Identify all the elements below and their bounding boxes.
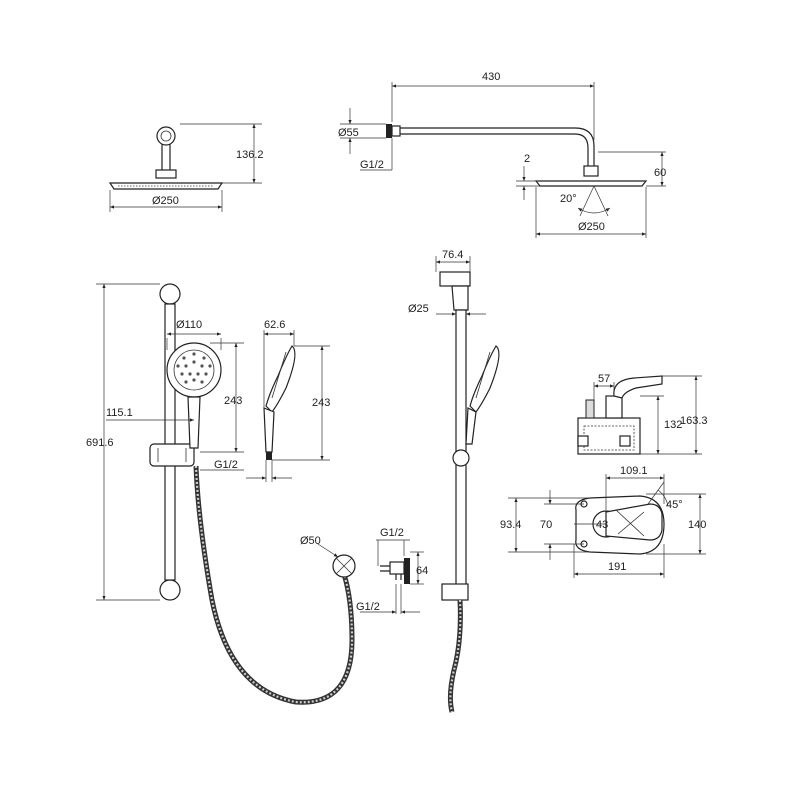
mixer-cartridge	[605, 395, 623, 419]
dim-hand-side-width: 62.6	[264, 319, 285, 331]
dim-arm-thread: G1/2	[360, 159, 384, 171]
dim-arm-drop: 60	[654, 167, 666, 179]
hand-shower-side-view: 62.6 243	[246, 319, 330, 482]
outlet-flange	[404, 558, 410, 584]
dim-plate-width: 191	[608, 561, 626, 573]
dim-rail-offset: 115.1	[106, 407, 133, 419]
wall-arm-side-view: 430 Ø55 G1/2 2 60 20° Ø250	[338, 71, 666, 238]
dim-mixer-handle-offset: 57	[598, 373, 610, 385]
mixer-front-plate: 109.1 45° 93.4 70 43 140 191	[500, 465, 706, 578]
arm-tube	[400, 127, 595, 166]
dim-mixer-total-height: 163.3	[680, 415, 708, 427]
arm-flange	[386, 124, 392, 138]
slide-rail-side-view: 76.4 Ø25	[408, 249, 500, 713]
rail-side-hose	[447, 599, 463, 713]
dim-hand-diameter: Ø110	[176, 319, 202, 331]
dim-outlet-thread-top: G1/2	[380, 527, 404, 539]
hand-shower-side-handle	[263, 407, 275, 453]
hand-shower-handle	[187, 396, 201, 449]
swivel-joint	[155, 169, 177, 179]
shower-hose	[193, 465, 355, 705]
dim-rail-diameter: Ø25	[408, 303, 429, 315]
concealed-mixer-side-view: 57 132 163.3	[577, 373, 708, 455]
dim-outlet-thread-bottom: G1/2	[356, 601, 380, 613]
rail-bottom-bracket	[159, 579, 181, 601]
wall-flange	[156, 126, 176, 146]
mixer-handle-side	[613, 375, 663, 399]
mixer-lever-front	[605, 503, 663, 541]
hand-shower-side-head	[265, 345, 296, 413]
dim-mixer-front-width: 109.1	[620, 465, 648, 477]
dim-holder-width: 76.4	[442, 249, 463, 261]
dim-plate-center: 43	[596, 519, 608, 531]
dim-hand-length-side: 243	[312, 397, 330, 409]
dim-plate-outer-height: 140	[688, 519, 706, 531]
dim-hand-thread: G1/2	[214, 459, 238, 471]
dim-side-diameter: Ø250	[578, 221, 605, 233]
dim-mixer-handle-angle: 45°	[666, 499, 683, 511]
dim-arm-flange: Ø55	[338, 127, 359, 139]
rail-top-bracket	[159, 283, 181, 305]
dim-tilt-angle: 20°	[560, 193, 577, 205]
side-shower-plate	[534, 180, 648, 187]
slide-rail-front-view: 691.6 115.1 Ø110 243 G1/2	[86, 283, 355, 705]
dim-overhead-diameter: Ø250	[152, 195, 179, 207]
dim-plate-70: 70	[540, 519, 552, 531]
dim-plate-thickness: 2	[524, 153, 530, 165]
dim-plate-inner-height: 93.4	[500, 519, 521, 531]
rail-side-slider	[452, 449, 470, 467]
rail-side-top-holder	[439, 271, 471, 287]
arm-joint	[583, 165, 599, 177]
dim-outlet-depth: 64	[416, 565, 428, 577]
rail-side-bottom-holder	[441, 583, 469, 601]
wall-outlet-elbow: Ø50 G1/2 64 G1/2	[300, 527, 428, 614]
dim-outlet-diameter: Ø50	[300, 535, 321, 547]
dim-arm-length: 430	[482, 71, 500, 83]
hand-shower-head	[166, 342, 222, 398]
dim-hand-length-front: 243	[224, 395, 242, 407]
rail-slider	[149, 443, 195, 467]
shower-arm	[161, 144, 171, 170]
dim-mixer-box-height: 132	[664, 419, 682, 431]
dim-overhead-height: 136.2	[236, 149, 264, 161]
rail-bar	[164, 303, 176, 581]
dim-rail-height: 691.6	[86, 437, 114, 449]
overhead-shower-front-view: 136.2 Ø250	[108, 123, 264, 212]
